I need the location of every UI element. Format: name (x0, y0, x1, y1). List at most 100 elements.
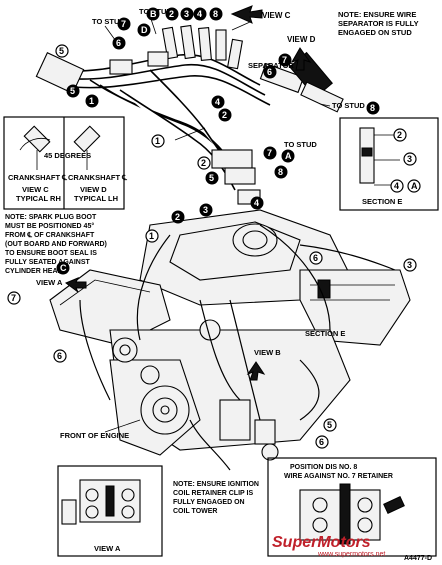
callout-4-secE: 4 (390, 179, 404, 193)
section-e-main-label: SECTION E (305, 329, 345, 338)
view-d-label: VIEW D (287, 35, 316, 44)
callout-6-left: 6 (112, 36, 126, 50)
callout-c: C (56, 261, 70, 275)
watermark-url: www.supermotors.net (317, 551, 385, 558)
svg-text:3: 3 (407, 154, 412, 164)
note-coil-line-4: COIL TOWER (173, 508, 217, 515)
callout-2-upper: 2 (197, 156, 211, 170)
watermark-brand: SuperMotors (272, 534, 371, 551)
callout-2-secE: 2 (393, 128, 407, 142)
svg-text:4: 4 (197, 9, 202, 19)
svg-text:5: 5 (59, 46, 64, 56)
svg-text:7: 7 (282, 55, 287, 65)
svg-text:A: A (285, 151, 292, 161)
note-spark-line-7: CYLINDER HEAD. (5, 268, 65, 275)
view-d-lh-line-1: VIEW D (80, 185, 107, 194)
callout-7-mid: 7 (263, 146, 277, 160)
callout-7-top: 7 (117, 17, 131, 31)
svg-text:6: 6 (267, 67, 272, 77)
view-c-d-inset: 45 DEGREES CRANKSHAFT ℄ CRANKSHAFT ℄ VIE… (3, 116, 128, 210)
svg-text:7: 7 (267, 148, 272, 158)
svg-text:6: 6 (319, 437, 324, 447)
svg-text:2: 2 (201, 158, 206, 168)
callout-1-engine: 1 (145, 229, 159, 243)
svg-text:4: 4 (215, 97, 220, 107)
part-code: A4477-D (404, 555, 432, 562)
callout-1-left: 1 (85, 94, 99, 108)
callout-2-engine: 2 (171, 210, 185, 224)
to-stud-label-1: TO STUD (92, 17, 125, 26)
callout-6-right: 6 (263, 65, 277, 79)
note-spark-plug-boot: NOTE: SPARK PLUG BOOT MUST BE POSITIONED… (5, 214, 107, 275)
note-wire-separator-line-1: NOTE: ENSURE WIRE (338, 10, 416, 19)
svg-text:6: 6 (116, 38, 121, 48)
callout-6-engine: 6 (309, 251, 323, 265)
svg-text:7: 7 (11, 293, 16, 303)
svg-text:2: 2 (397, 130, 402, 140)
callout-6-front: 6 (53, 349, 67, 363)
position-dis-line-2: WIRE AGAINST NO. 7 RETAINER (284, 473, 393, 480)
callout-3-engine-right: 3 (403, 258, 417, 272)
callout-5-top: 5 (55, 44, 69, 58)
note-spark-line-1: NOTE: SPARK PLUG BOOT (5, 214, 97, 221)
note-spark-line-2: MUST BE POSITIONED 45° (5, 222, 94, 230)
callout-a-secE: A (407, 179, 421, 193)
separator-label: SEPARATOR (248, 61, 294, 70)
callout-7-left: 7 (7, 291, 21, 305)
callout-2-mid: 2 (218, 108, 232, 122)
svg-text:2: 2 (169, 9, 174, 19)
note-spark-line-4: (OUT BOARD AND FORWARD) (5, 241, 107, 248)
view-c-arrow: VIEW C (230, 5, 291, 24)
view-b-arrow-label: VIEW B (254, 348, 281, 357)
callout-1-mid: 1 (151, 134, 165, 148)
svg-text:D: D (141, 25, 148, 35)
callout-8-stud: 8 (366, 101, 380, 115)
svg-text:B: B (150, 9, 157, 19)
note-spark-line-6: FULLY SEATED AGAINST (5, 259, 91, 266)
view-d-lh-line-2: TYPICAL LH (74, 194, 118, 203)
svg-text:5: 5 (327, 420, 332, 430)
view-a-arrow-label: VIEW A (36, 278, 63, 287)
svg-text:C: C (60, 263, 67, 273)
callout-5-right: 5 (205, 171, 219, 185)
callout-3-engine: 3 (199, 203, 213, 217)
note-coil-line-1: NOTE: ENSURE IGNITION (173, 481, 259, 488)
callout-top-2: 2 (165, 7, 179, 21)
svg-text:A: A (411, 181, 418, 191)
note-wire-separator-line-2: SEPARATOR IS FULLY (338, 19, 419, 28)
view-c-rh-line-2: TYPICAL RH (16, 194, 61, 203)
note-ignition-coil: NOTE: ENSURE IGNITION COIL RETAINER CLIP… (173, 481, 259, 515)
svg-text:3: 3 (407, 260, 412, 270)
callout-6-lower: 6 (315, 435, 329, 449)
view-b-arrow: VIEW B (246, 348, 281, 381)
callouts-white: 5 1 2 3 4 A 7 6 3 6 5 6 2 1 (7, 44, 421, 449)
note-coil-line-3: FULLY ENGAGED ON (173, 499, 245, 506)
svg-text:6: 6 (313, 253, 318, 263)
watermark: SuperMotors www.supermotors.net (272, 534, 385, 558)
view-d-arrow: VIEW D (287, 35, 316, 71)
view-a-label: VIEW A (94, 544, 121, 553)
front-of-engine-label: FRONT OF ENGINE (60, 431, 129, 440)
svg-text:5: 5 (70, 86, 75, 96)
callout-a-top: A (281, 149, 295, 163)
note-wire-separator-line-3: ENGAGED ON STUD (338, 28, 412, 37)
to-stud-label-3: TO STUD (332, 101, 365, 110)
svg-text:3: 3 (203, 205, 208, 215)
crankshaft-label-d: CRANKSHAFT ℄ (68, 173, 128, 182)
position-dis-line-1: POSITION DIS NO. 8 (290, 464, 357, 471)
note-coil-line-2: COIL RETAINER CLIP IS (173, 490, 253, 497)
note-spark-line-3: FROM ℄ OF CRANKSHAFT (5, 231, 95, 239)
callout-5-left: 5 (66, 84, 80, 98)
callout-7-right: 7 (278, 53, 292, 67)
svg-text:1: 1 (89, 96, 94, 106)
callout-top-3: 3 (180, 7, 194, 21)
to-stud-label-4: TO STUD (284, 140, 317, 149)
svg-text:4: 4 (394, 181, 399, 191)
engine-assembly (49, 209, 411, 471)
callout-d: D (137, 23, 151, 37)
view-a-inset: VIEW A (57, 465, 163, 557)
callouts-black: 2 3 4 8 7 6 1 5 4 2 6 5 7 8 8 7 2 3 4 B … (56, 7, 380, 275)
svg-text:4: 4 (254, 198, 259, 208)
view-b-inset: POSITION DIS NO. 8 WIRE AGAINST NO. 7 RE… (267, 457, 437, 557)
callout-b: B (146, 7, 160, 21)
